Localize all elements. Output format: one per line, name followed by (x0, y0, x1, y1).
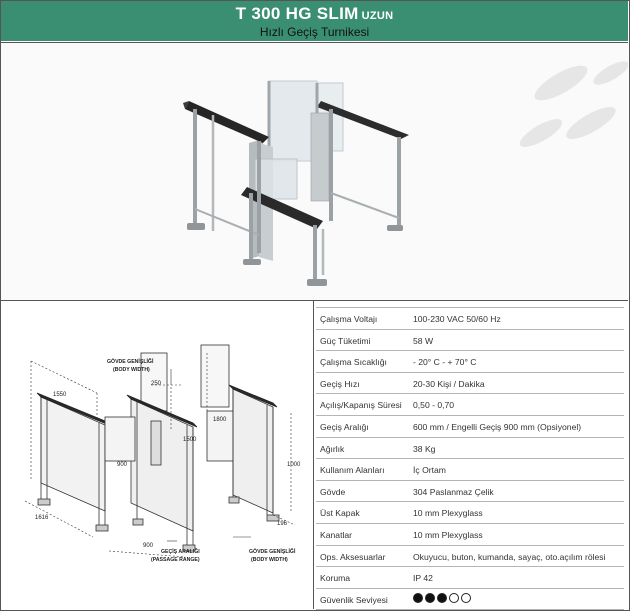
dim-900-width: 900 (143, 543, 154, 549)
dim-1500: 1500 (183, 437, 197, 443)
security-dot-filled (413, 592, 423, 603)
product-photo (1, 42, 628, 301)
security-level-dots (413, 592, 471, 603)
dim-1800: 1800 (213, 417, 227, 423)
body-width-label-bottom-en: (BODY WIDTH) (251, 557, 288, 563)
spec-row: Çalışma Sıcaklığı- 20° C - + 70° C (316, 351, 624, 373)
dim-250: 250 (151, 381, 162, 387)
security-dot-filled (425, 592, 435, 603)
security-dot-empty (449, 592, 459, 603)
security-dot-empty (461, 592, 471, 603)
dim-1616: 1616 (35, 515, 49, 521)
body-width-label-top: GÖVDE GENİŞLİĞİ (107, 357, 154, 365)
security-dot-filled (437, 592, 447, 603)
body-width-label-top-en: (BODY WIDTH) (113, 367, 150, 373)
passage-label-en: (PASSAGE RANGE) (151, 557, 200, 563)
spec-row: Güvenlik Seviyesi (316, 589, 624, 611)
dim-1550: 1550 (53, 392, 67, 398)
passage-label: GEÇİŞ ARALIĞI (161, 547, 200, 555)
dim-196: 196 (277, 521, 288, 527)
turnstile-render (183, 61, 628, 286)
dimension-drawing: GÖVDE GENİŞLİĞİ (BODY WIDTH) 1550 250 18… (24, 344, 301, 563)
dimension-diagram: GÖVDE GENİŞLİĞİ (BODY WIDTH) 1550 250 18… (1, 301, 314, 609)
body-width-label-bottom: GÖVDE GENİŞLİĞİ (249, 547, 296, 555)
product-subtitle: Hızlı Geçiş Turnikesi (259, 25, 370, 39)
title-suffix: UZUN (361, 10, 394, 22)
dim-1000: 1000 (287, 462, 301, 468)
dim-900-height: 900 (117, 462, 128, 468)
